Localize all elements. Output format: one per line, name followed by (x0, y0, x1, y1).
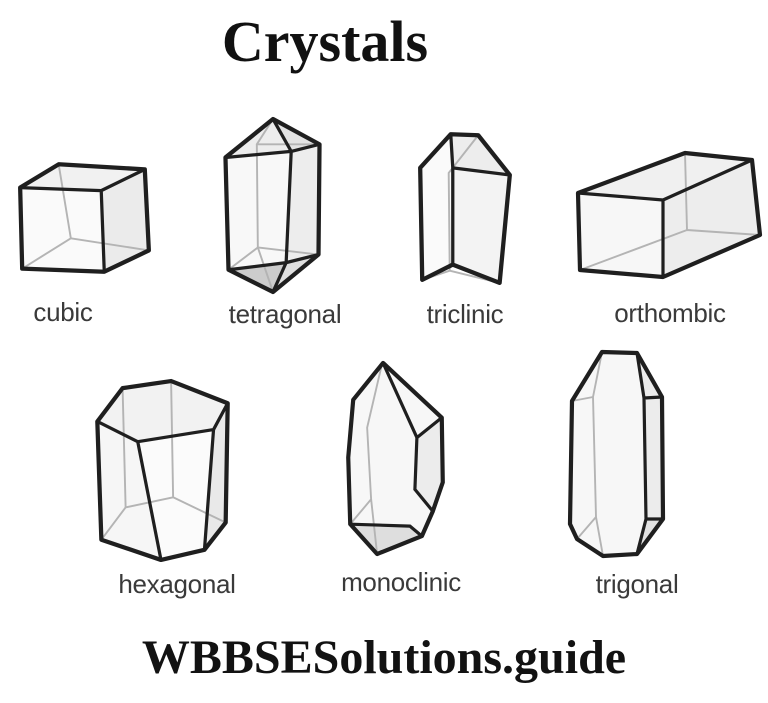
crystal-label-triclinic: triclinic (426, 299, 504, 329)
figure-monoclinic (345, 350, 448, 557)
crystal-label-cubic: cubic (33, 297, 93, 327)
hexagonal-crystal-illustration (95, 378, 230, 563)
figure-trigonal (565, 349, 670, 562)
crystal-label-hexagonal: hexagonal (118, 569, 236, 599)
crystal-label-orthombic: orthombic (614, 298, 726, 328)
tetragonal-crystal-illustration (223, 116, 322, 295)
triclinic-crystal-illustration (418, 132, 512, 286)
watermark-text: WBBSESolutions.guide (141, 631, 627, 684)
crystal-label-tetragonal: tetragonal (228, 299, 342, 329)
monoclinic-crystal-illustration (346, 360, 445, 557)
figure-cubic (8, 152, 160, 284)
page-title: Crystals (221, 9, 429, 74)
trigonal-crystal-illustration (567, 349, 666, 559)
figure-triclinic (415, 122, 515, 288)
crystal-label-trigonal: trigonal (595, 569, 679, 599)
orthombic-crystal-illustration (575, 150, 763, 280)
figure-hexagonal (92, 376, 232, 566)
cubic-crystal-illustration (18, 162, 151, 274)
figure-tetragonal (222, 116, 324, 296)
crystal-label-monoclinic: monoclinic (341, 567, 461, 597)
figure-orthombic (570, 145, 765, 280)
